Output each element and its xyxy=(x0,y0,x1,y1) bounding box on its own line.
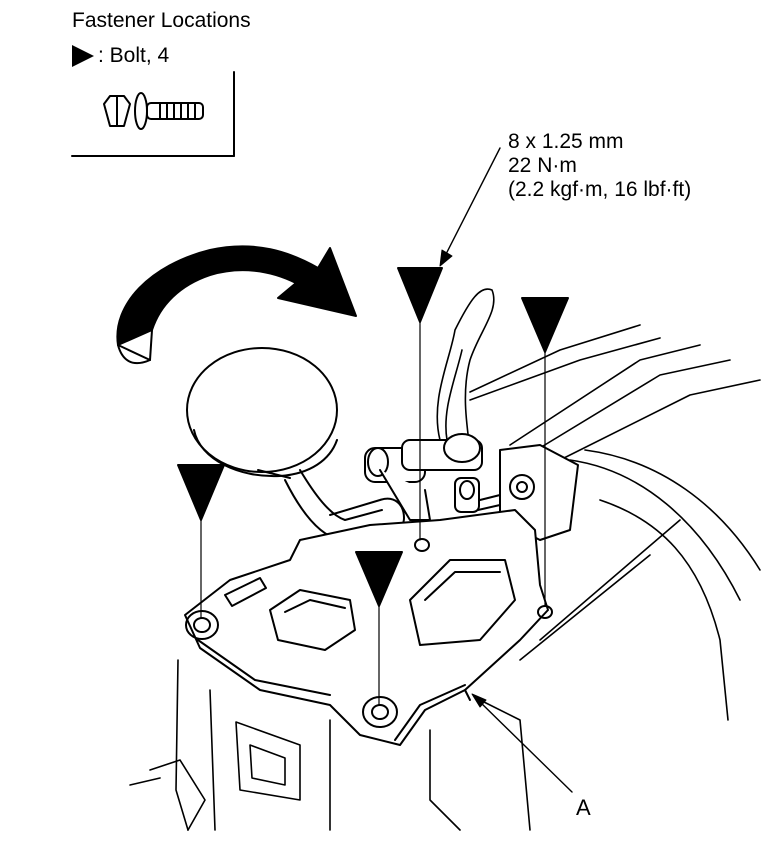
bolt-marker-icon xyxy=(177,464,225,521)
bolt-size-text: 8 x 1.25 mm xyxy=(508,130,624,153)
bolt-marker-icon xyxy=(397,267,443,323)
callout-leader xyxy=(439,147,501,267)
torque-imperial-text: (2.2 kgf·m, 16 lbf·ft) xyxy=(508,178,692,201)
console-cables xyxy=(469,324,761,721)
bolt-legend-text: : Bolt, 4 xyxy=(98,44,170,67)
shift-knob xyxy=(186,347,338,479)
fastener-locations-title: Fastener Locations xyxy=(72,9,251,32)
base-plate xyxy=(184,509,553,746)
bolt-icon xyxy=(103,92,204,130)
bolt-marker-icon xyxy=(521,297,569,353)
fastener-box-bracket xyxy=(71,71,235,157)
shift-boot xyxy=(436,288,495,451)
torque-nm-text: 22 N·m xyxy=(508,154,577,177)
bolt-marker-icon xyxy=(355,551,403,607)
bolt-legend: : Bolt, 4 xyxy=(72,44,169,68)
pivot-assembly xyxy=(364,433,483,521)
part-a-leader xyxy=(471,693,573,793)
bolt-markers xyxy=(177,267,569,706)
bolt-marker-icon xyxy=(72,45,94,67)
lower-housing xyxy=(129,659,531,831)
torque-spec-callout: 8 x 1.25 mm 22 N·m (2.2 kgf·m, 16 lbf·ft… xyxy=(508,130,691,202)
rotation-arrow-icon xyxy=(116,245,357,365)
part-label-a: A xyxy=(576,795,591,820)
